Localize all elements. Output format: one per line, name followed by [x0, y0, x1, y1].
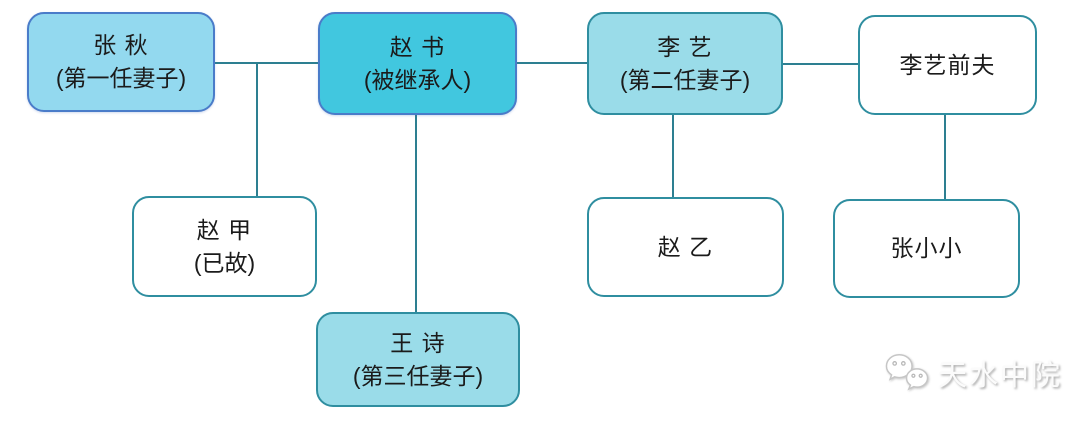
node-name: 赵 甲 [196, 216, 253, 243]
node-name: 李 艺 [657, 33, 713, 60]
connector-liyi-liyi-ex [783, 63, 858, 65]
watermark-label: 天水中院 [938, 360, 1063, 392]
connector-zhaoshu-liyi [517, 62, 587, 64]
node-name: 张 秋 [93, 32, 149, 58]
node-name: 王 诗 [390, 329, 446, 356]
connector-to-zhaojia [256, 63, 258, 196]
connector-liyi-zhaoyi [672, 114, 674, 197]
node-zhaoshu-decedent: 赵 书 (被继承人) [318, 12, 517, 115]
node-name: 李艺前夫 [899, 51, 996, 78]
node-note: (第二任妻子) [619, 66, 751, 93]
node-name: 张小小 [890, 235, 963, 261]
node-note: (已故) [193, 249, 256, 276]
node-note: (第一任妻子) [55, 65, 187, 91]
node-wangshi-third-wife: 王 诗 (第三任妻子) [316, 312, 520, 407]
node-zhaojia-deceased-son: 赵 甲 (已故) [132, 196, 317, 297]
connector-zhaoshu-wangshi [415, 114, 417, 312]
wechat-icon [885, 354, 929, 391]
watermark: 天水中院 [884, 352, 1062, 394]
node-note: (第三任妻子) [352, 362, 484, 389]
connector-zhangqiu-zhaoshu [215, 62, 318, 64]
node-name: 赵 乙 [657, 233, 714, 260]
node-note: (被继承人) [363, 66, 472, 93]
node-zhangxiaoxiao: 张小小 [833, 199, 1020, 298]
node-zhaoyi-son: 赵 乙 [587, 197, 784, 297]
node-zhangqiu-first-wife: 张 秋 (第一任妻子) [27, 12, 215, 112]
node-liyi-ex-husband: 李艺前夫 [858, 15, 1037, 115]
connector-liyi-ex-zhangxiaoxiao [944, 114, 946, 199]
node-name: 赵 书 [389, 33, 446, 60]
node-liyi-second-wife: 李 艺 (第二任妻子) [587, 12, 783, 115]
